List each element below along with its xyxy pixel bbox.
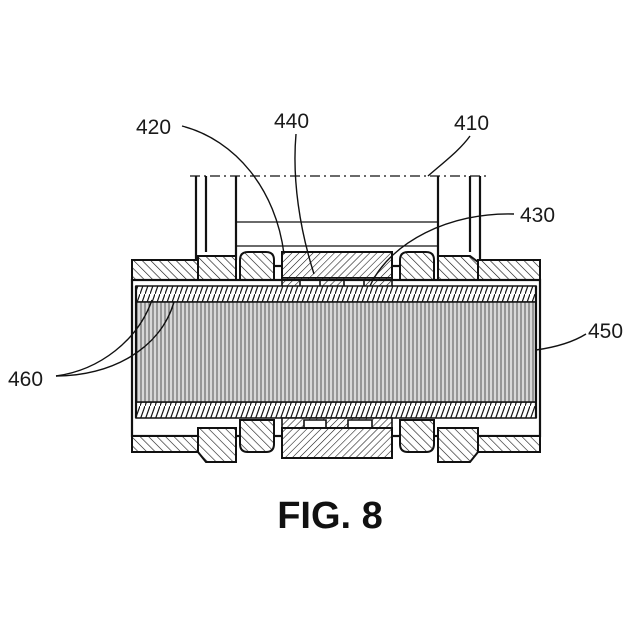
label-460: 460 xyxy=(8,368,43,391)
leader-420 xyxy=(182,126,284,254)
core-450 xyxy=(136,302,536,402)
upper-pipe-410 xyxy=(190,176,486,260)
label-410: 410 xyxy=(454,112,489,135)
tube-body xyxy=(132,280,540,436)
label-440: 440 xyxy=(274,110,309,133)
label-430: 430 xyxy=(520,204,555,227)
bottom-flange-wall xyxy=(132,418,540,462)
leader-410 xyxy=(428,136,470,176)
leader-450 xyxy=(536,334,586,350)
figure-caption: FIG. 8 xyxy=(277,495,383,537)
label-450: 450 xyxy=(588,320,623,343)
top-flange-wall xyxy=(132,252,540,288)
label-420: 420 xyxy=(136,116,171,139)
